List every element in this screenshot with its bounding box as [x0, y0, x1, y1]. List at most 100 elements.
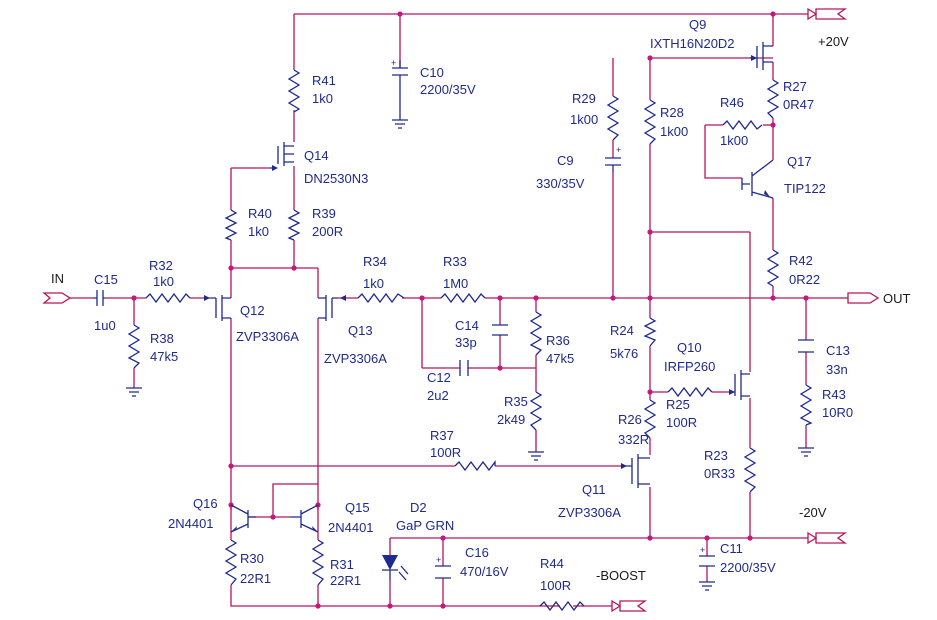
svg-text:+: +	[616, 145, 621, 155]
r39-value: 200R	[312, 224, 343, 239]
resistor-r31: R31 22R1	[311, 539, 361, 588]
r43-value: 10R0	[822, 405, 853, 420]
q9-ref: Q9	[689, 17, 706, 32]
junction-dots	[131, 11, 809, 609]
c16-value: 470/16V	[460, 564, 509, 579]
r31-value: 22R1	[330, 573, 361, 588]
d2-ref: D2	[410, 500, 427, 515]
q13-ref: Q13	[348, 323, 373, 338]
resistor-r44: R44 100R	[539, 556, 585, 612]
ground-symbols	[126, 114, 814, 591]
q14-part: DN2530N3	[304, 171, 368, 186]
q13-part: ZVP3306A	[324, 351, 387, 366]
r31-ref: R31	[330, 557, 354, 572]
transistor-q16: Q16 2N4401	[168, 496, 256, 533]
r34-ref: R34	[363, 254, 387, 269]
resistor-r38: R38 47k5	[127, 324, 178, 369]
c15-ref: C15	[94, 272, 118, 287]
resistor-r36: R36 47k5	[529, 311, 574, 366]
port-neg20: -20V	[799, 505, 848, 545]
capacitor-c15: C15 1u0	[93, 272, 118, 333]
r37-value: 100R	[430, 445, 461, 460]
r46-value: 1k00	[720, 133, 748, 148]
port-out-label: OUT	[883, 291, 911, 306]
r30-ref: R30	[240, 551, 264, 566]
capacitor-c16: + C16 470/16V	[435, 545, 509, 579]
port-neg20-label: -20V	[799, 505, 827, 520]
q11-part: ZVP3306A	[558, 505, 621, 520]
port-pos20-label: +20V	[818, 34, 849, 49]
r25-ref: R25	[666, 397, 690, 412]
resistor-r34: R34 1k0	[357, 254, 405, 304]
q14-ref: Q14	[304, 148, 329, 163]
transistor-q11: Q11 ZVP3306A	[558, 454, 650, 520]
r41-value: 1k0	[312, 91, 333, 106]
q16-ref: Q16	[193, 496, 218, 511]
resistor-r26: R26 332R	[618, 399, 657, 447]
r38-value: 47k5	[150, 349, 178, 364]
r30-value: 22R1	[240, 571, 271, 586]
resistor-r27: R27 0R47	[766, 79, 814, 119]
resistor-r37: R37 100R	[430, 428, 496, 472]
port-boost-label: -BOOST	[596, 568, 646, 583]
r38-ref: R38	[150, 331, 174, 346]
resistor-r40: R40 1k0	[224, 206, 272, 241]
r32-ref: R32	[149, 258, 173, 273]
resistor-r30: R30 22R1	[224, 539, 271, 586]
resistor-r24: R24 5k76	[610, 317, 657, 361]
r44-value: 100R	[540, 578, 571, 593]
r28-ref: R28	[660, 105, 684, 120]
q16-part: 2N4401	[168, 516, 214, 531]
r36-value: 47k5	[546, 351, 574, 366]
transistor-q14: Q14 DN2530N3	[270, 142, 368, 186]
port-boost: -BOOST	[596, 568, 648, 613]
port-in-label: IN	[51, 271, 64, 286]
transistor-q15: Q15 2N4401	[290, 500, 374, 535]
port-pos20: +20V	[807, 7, 849, 49]
c11-ref: C11	[720, 541, 743, 556]
svg-text:+: +	[391, 58, 396, 68]
c14-value: 33p	[455, 335, 477, 350]
resistor-r35: R35 2k49	[497, 391, 543, 431]
q12-ref: Q12	[240, 303, 265, 318]
r44-ref: R44	[540, 556, 564, 571]
r27-value: 0R47	[783, 97, 814, 112]
transistor-q17: Q17 TIP122	[741, 154, 826, 199]
r25-value: 100R	[666, 415, 697, 430]
resistor-r43: R43 10R0	[799, 384, 853, 426]
c11-value: 2200/35V	[720, 560, 776, 575]
port-out: OUT	[847, 291, 911, 306]
resistor-r46: R46 1k00	[720, 95, 763, 148]
transistor-q10: Q10 IRFP260	[664, 340, 750, 400]
r37-ref: R37	[430, 428, 454, 443]
q9-part: IXTH16N20D2	[650, 36, 735, 51]
r27-ref: R27	[783, 79, 807, 94]
capacitor-c9: + C9 330/35V	[536, 145, 621, 191]
r28-value: 1k00	[660, 124, 688, 139]
c10-ref: C10	[420, 65, 444, 80]
capacitor-c14: C14 33p	[455, 318, 508, 350]
resistor-r42: R42 0R22	[766, 249, 820, 287]
r43-ref: R43	[822, 387, 846, 402]
transistor-q9: Q9 IXTH16N20D2	[650, 17, 773, 70]
resistor-r41: R41 1k0	[287, 69, 336, 113]
r39-ref: R39	[312, 206, 336, 221]
c12-ref: C12	[427, 370, 451, 385]
r24-value: 5k76	[610, 346, 638, 361]
capacitor-c10: + C10 2200/35V	[391, 58, 476, 114]
svg-text:+: +	[700, 545, 705, 555]
resistor-r29: R29 1k00	[570, 91, 620, 141]
q17-part: TIP122	[784, 181, 826, 196]
r33-value: 1M0	[443, 276, 468, 291]
d2-part: GaP GRN	[396, 518, 454, 533]
c13-ref: C13	[826, 343, 850, 358]
c15-value: 1u0	[94, 318, 116, 333]
q17-ref: Q17	[787, 154, 812, 169]
r26-value: 332R	[618, 432, 649, 447]
resistor-r28: R28 1k00	[643, 99, 688, 145]
r33-ref: R33	[443, 254, 467, 269]
c9-value: 330/35V	[536, 176, 585, 191]
c14-ref: C14	[455, 318, 479, 333]
port-in: IN	[42, 271, 72, 304]
q10-ref: Q10	[677, 340, 702, 355]
